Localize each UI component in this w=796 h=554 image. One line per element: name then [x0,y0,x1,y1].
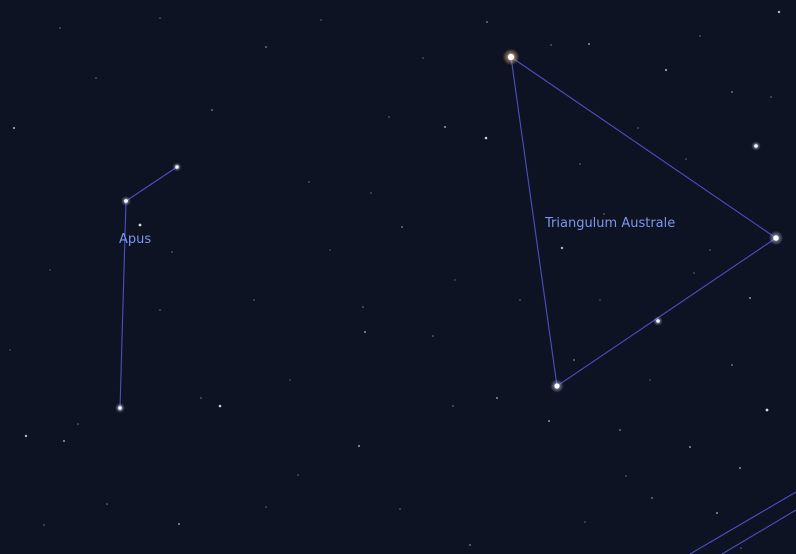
star[interactable] [43,524,45,526]
star[interactable] [584,521,586,523]
apus-line-1 [125,166,178,202]
star[interactable] [603,213,605,215]
star[interactable] [689,446,691,448]
star[interactable] [740,547,742,549]
star[interactable] [637,127,639,129]
star[interactable] [651,497,653,499]
star[interactable] [486,21,488,23]
star[interactable] [496,397,498,399]
star[interactable] [770,96,772,98]
star[interactable] [159,309,161,311]
star[interactable] [693,272,695,274]
star[interactable] [308,181,310,183]
constellation-label-apus[interactable]: Apus [119,232,152,247]
star[interactable] [49,269,51,271]
triangulum-australe-line-1 [510,56,777,239]
star[interactable] [362,306,364,308]
star[interactable] [716,512,718,514]
star[interactable] [469,544,471,546]
star[interactable] [95,77,97,79]
triangulum-australe-line-3 [510,56,558,387]
star[interactable] [253,299,255,301]
star[interactable] [9,349,11,351]
star[interactable] [507,53,515,61]
star[interactable] [765,408,769,412]
star[interactable] [265,46,267,48]
star[interactable] [579,163,581,165]
star[interactable] [358,445,360,447]
star[interactable] [159,17,161,19]
star[interactable] [422,57,424,59]
edge-line-1 [689,491,796,554]
star[interactable] [320,19,322,21]
star[interactable] [106,503,108,505]
star[interactable] [649,379,651,381]
star[interactable] [599,299,601,301]
star[interactable] [754,144,758,148]
star[interactable] [484,136,488,140]
star[interactable] [749,297,751,299]
star[interactable] [550,44,552,46]
star[interactable] [685,158,687,160]
constellation-label-triangulum-australe[interactable]: Triangulum Australe [545,216,676,231]
star[interactable] [554,383,560,389]
star[interactable] [77,423,79,425]
star[interactable] [297,474,299,476]
star[interactable] [200,397,202,399]
star[interactable] [625,475,627,477]
star[interactable] [560,246,564,250]
star[interactable] [63,440,65,442]
star[interactable] [401,226,403,228]
star[interactable] [739,467,741,469]
star[interactable] [138,223,142,227]
star[interactable] [548,420,550,422]
apus-line-2 [119,200,127,409]
star[interactable] [218,404,222,408]
star[interactable] [619,429,621,431]
star[interactable] [211,109,213,111]
star[interactable] [399,508,401,510]
star[interactable] [124,199,128,203]
star[interactable] [699,35,701,37]
star[interactable] [59,27,61,29]
star[interactable] [664,68,668,72]
star[interactable] [432,335,434,337]
star[interactable] [454,279,456,281]
star[interactable] [573,359,575,361]
star[interactable] [444,126,446,128]
star[interactable] [370,192,372,194]
star[interactable] [265,506,267,508]
star[interactable] [388,116,390,118]
edge-line-2 [721,509,796,554]
star[interactable] [588,43,590,45]
triangulum-australe-line-2 [556,237,777,387]
star[interactable] [731,364,733,366]
star[interactable] [178,523,180,525]
star[interactable] [519,299,521,301]
star[interactable] [777,10,781,14]
star[interactable] [709,249,711,251]
star[interactable] [24,434,28,438]
star[interactable] [452,405,454,407]
star[interactable] [731,91,733,93]
star[interactable] [329,249,331,251]
star[interactable] [656,319,660,323]
star[interactable] [12,126,16,130]
star[interactable] [118,406,122,410]
star[interactable] [289,379,291,381]
star[interactable] [773,235,779,241]
star[interactable] [175,165,179,169]
star[interactable] [364,331,366,333]
star[interactable] [171,251,173,253]
